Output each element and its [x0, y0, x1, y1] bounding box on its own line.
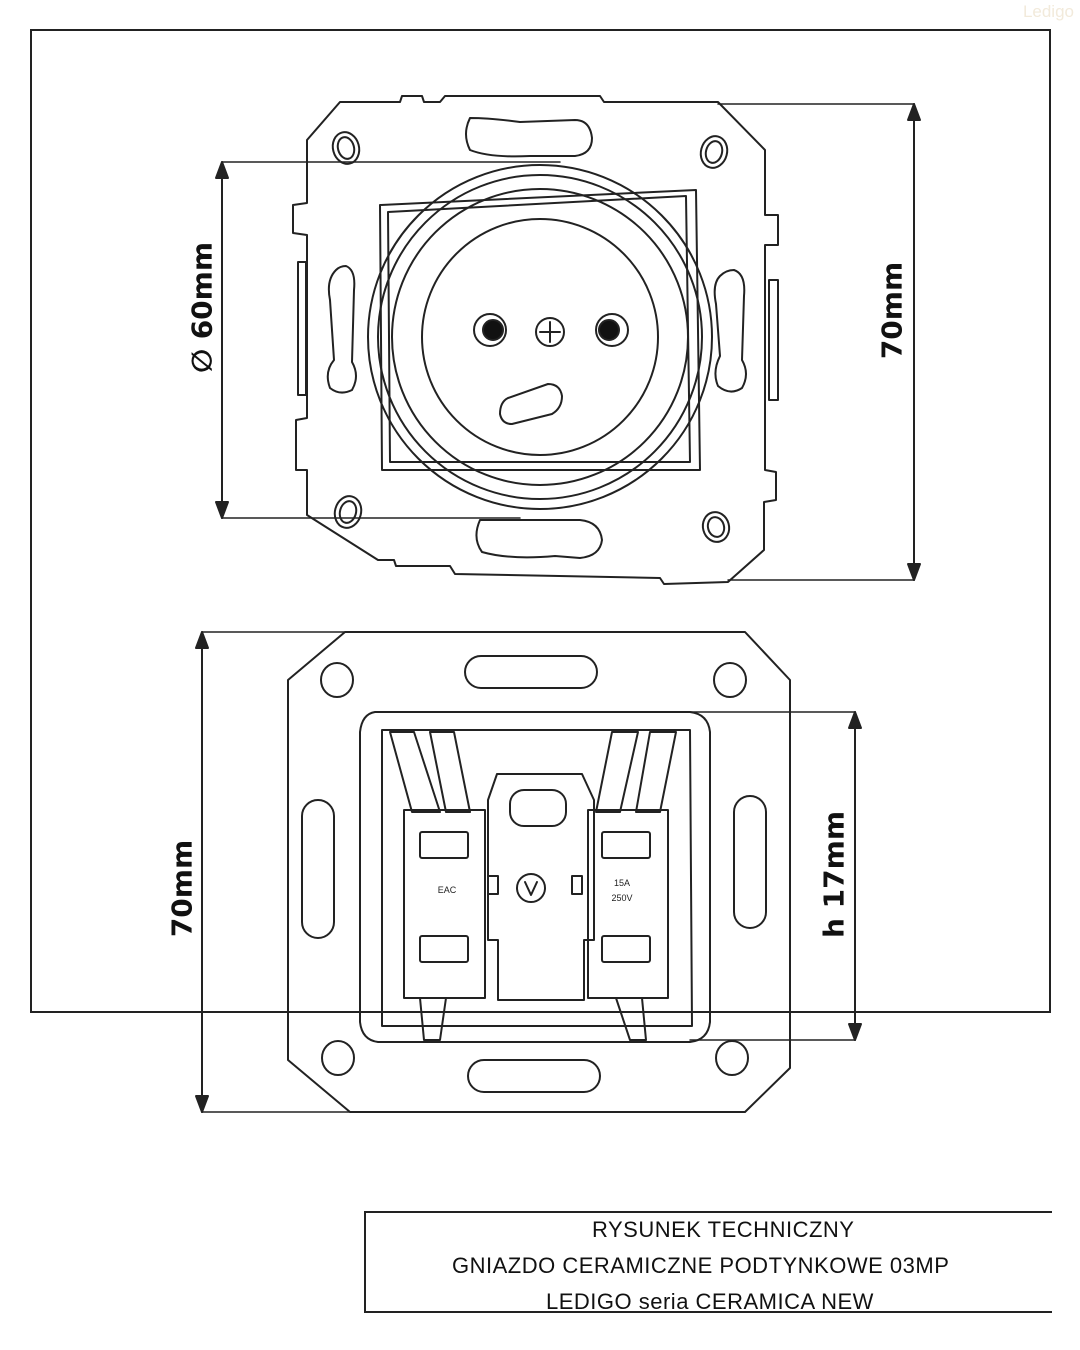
marking-eac: EAC: [438, 885, 457, 895]
mount-hole-br: [701, 511, 731, 543]
title-block: RYSUNEK TECHNICZNY GNIAZDO CERAMICZNE PO…: [364, 1211, 1052, 1314]
dim-label-front-height: 70mm: [875, 261, 909, 360]
marking-current: 15A: [614, 878, 630, 888]
slot-left: [326, 265, 357, 394]
dim-label-diameter: ∅ 60mm: [185, 241, 219, 374]
back-slot-right: [733, 795, 767, 929]
front-view: [215, 95, 921, 585]
back-hole-bl: [321, 1040, 355, 1076]
back-hole-br: [715, 1040, 749, 1076]
back-hole-tr: [713, 662, 747, 698]
title-line-1: RYSUNEK TECHNICZNY: [592, 1217, 855, 1242]
watermark-text: Ledigo: [1022, 2, 1074, 21]
drawing-frame: [30, 29, 1051, 1013]
slot-right: [713, 269, 747, 393]
title-line-3: LEDIGO seria CERAMICA NEW: [546, 1289, 874, 1314]
back-view: [195, 631, 862, 1113]
center-screw: [535, 317, 565, 347]
mount-hole-bl: [333, 495, 363, 529]
pin-hole-right: [595, 313, 629, 347]
terminal-right: [587, 809, 669, 999]
back-hole-tl: [320, 662, 354, 698]
mechanism-housing: [359, 711, 711, 1043]
back-slot-top: [464, 655, 598, 689]
dim-label-back-height: 70mm: [165, 839, 199, 938]
dim-label-depth: h 17mm: [817, 811, 851, 938]
socket-outer-ring: [367, 164, 713, 510]
mount-hole-tl: [331, 131, 361, 165]
slot-bottom: [475, 519, 603, 559]
terminal-left: [403, 809, 486, 999]
earth-pin: [499, 383, 563, 425]
title-line-2: GNIAZDO CERAMICZNE PODTYNKOWE 03MP: [452, 1253, 950, 1278]
marking-voltage: 250V: [611, 893, 632, 903]
front-mounting-plate: [292, 95, 779, 585]
earth-bracket: [487, 773, 595, 1001]
back-slot-left: [301, 799, 335, 939]
slot-top: [465, 117, 593, 158]
back-mounting-plate: [287, 631, 791, 1113]
mount-hole-tr: [699, 135, 729, 169]
back-slot-bottom: [467, 1059, 601, 1093]
v-marking-circle: [516, 873, 546, 903]
socket-inner-face: [421, 218, 659, 456]
pin-hole-left: [473, 313, 507, 347]
